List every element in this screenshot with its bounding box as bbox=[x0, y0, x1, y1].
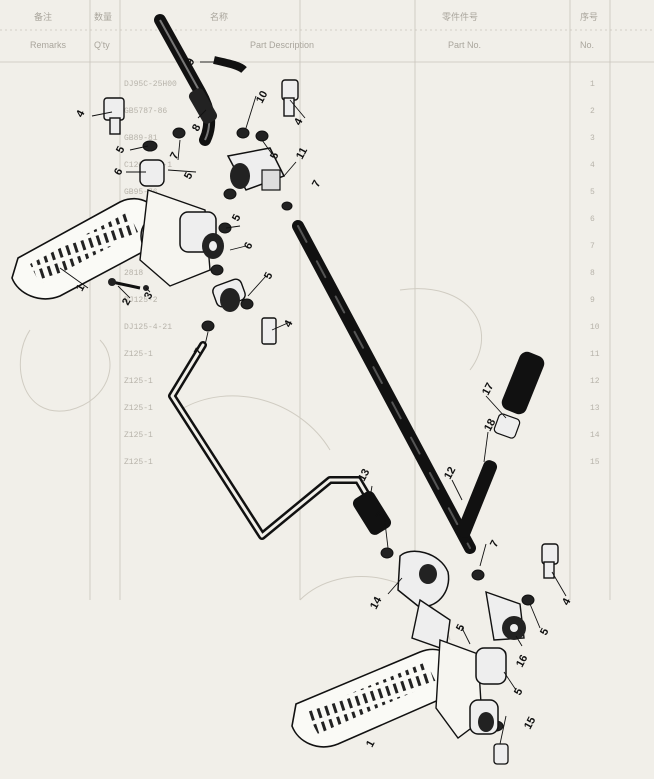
upper-footrest bbox=[11, 159, 224, 300]
table-row-part-no: DJ95C-25H00 bbox=[124, 80, 177, 89]
callout-14: 14 bbox=[368, 594, 385, 611]
table-row-no: 2 bbox=[590, 107, 595, 116]
ghost-background-parts bbox=[19, 288, 482, 641]
header-seq-zh: 序号 bbox=[580, 12, 599, 22]
parts-table-ghost: 备注 数量 名称 零件件号 序号 Remarks Q'ty Part Descr… bbox=[30, 12, 600, 467]
callout-5: 5 bbox=[454, 622, 467, 633]
callout-5: 5 bbox=[230, 212, 243, 223]
clamp-16 bbox=[485, 590, 526, 641]
callout-12: 12 bbox=[442, 465, 458, 481]
table-row-no: 7 bbox=[590, 242, 595, 251]
callout-8: 8 bbox=[190, 122, 203, 133]
table-row-no: 9 bbox=[590, 296, 595, 305]
callout-5: 5 bbox=[268, 150, 281, 161]
pin-18 bbox=[456, 460, 498, 538]
callout-11: 11 bbox=[294, 145, 310, 161]
table-row-part-no: 2818 bbox=[124, 269, 144, 278]
bolts-4 bbox=[103, 79, 559, 579]
callout-2: 2 bbox=[120, 296, 133, 307]
header-part-no-en: Part No. bbox=[448, 40, 482, 50]
table-row-no: 13 bbox=[590, 404, 600, 413]
table-row-part-no: GB89-81 bbox=[124, 134, 158, 143]
table-row-part-no: DJ125-2 bbox=[124, 296, 158, 305]
callout-15: 15 bbox=[522, 715, 538, 731]
table-row-no: 3 bbox=[590, 134, 595, 143]
table-row-no: 5 bbox=[590, 188, 595, 197]
header-remarks-en: Remarks bbox=[30, 40, 67, 50]
callout-3: 3 bbox=[142, 290, 155, 301]
sleeve-13 bbox=[352, 491, 392, 535]
long-rod bbox=[292, 220, 476, 554]
callout-5: 5 bbox=[182, 170, 195, 181]
sleeve-8 bbox=[188, 88, 218, 124]
callout-5: 5 bbox=[114, 144, 127, 155]
header-description-zh: 名称 bbox=[210, 12, 229, 22]
header-remarks-zh: 备注 bbox=[34, 12, 53, 22]
callout-1: 1 bbox=[74, 282, 87, 293]
callout-9: 9 bbox=[184, 56, 197, 67]
table-row-part-no: Z125-1 bbox=[124, 350, 153, 359]
middle-pivot bbox=[212, 278, 246, 312]
callout-18: 18 bbox=[482, 417, 498, 433]
callout-7: 7 bbox=[168, 150, 181, 161]
header-part-no-zh: 零件件号 bbox=[442, 12, 479, 22]
callout-6: 6 bbox=[112, 166, 125, 177]
table-row-part-no: Z125-1 bbox=[124, 377, 153, 386]
callout-7: 7 bbox=[488, 538, 501, 549]
callout-4: 4 bbox=[560, 596, 574, 608]
callout-5: 5 bbox=[538, 626, 551, 637]
table-row-no: 4 bbox=[590, 161, 595, 170]
table-row-no: 15 bbox=[590, 458, 600, 467]
callout-17: 17 bbox=[480, 381, 496, 397]
table-row-no: 1 bbox=[590, 80, 595, 89]
table-row-part-no: GB95-76 bbox=[124, 188, 158, 197]
table-row-part-no: Z125-1 bbox=[124, 431, 153, 440]
lower-footrest bbox=[291, 639, 509, 765]
pivot-housing-14 bbox=[397, 550, 451, 651]
callout-labels: 1123444455555555667777789101112131415161… bbox=[74, 56, 574, 749]
callout-16: 16 bbox=[514, 653, 530, 669]
header-seq-en: No. bbox=[580, 40, 595, 50]
table-row-part-no: Z125-1 bbox=[124, 404, 153, 413]
callout-4: 4 bbox=[282, 318, 296, 330]
grip-17 bbox=[493, 351, 545, 439]
callout-7: 7 bbox=[374, 510, 387, 521]
header-qty-zh: 数量 bbox=[94, 12, 113, 22]
header-qty-en: Q'ty bbox=[94, 40, 110, 50]
callout-6: 6 bbox=[242, 240, 255, 251]
table-row-no: 12 bbox=[590, 377, 600, 386]
table-row-no: 8 bbox=[590, 269, 595, 278]
callout-10: 10 bbox=[254, 89, 270, 105]
table-grid-lines bbox=[0, 0, 654, 600]
table-row-part-no: GB5787-86 bbox=[124, 107, 168, 116]
callout-5: 5 bbox=[512, 686, 525, 697]
callout-7: 7 bbox=[192, 346, 205, 357]
header-description-en: Part Description bbox=[250, 40, 315, 50]
table-row-no: 14 bbox=[590, 431, 600, 440]
callout-4: 4 bbox=[292, 116, 306, 128]
callout-7: 7 bbox=[310, 178, 323, 189]
callout-4: 4 bbox=[74, 108, 88, 120]
callout-1: 1 bbox=[364, 738, 377, 749]
clamp-block-11 bbox=[226, 147, 286, 191]
bent-bar bbox=[168, 341, 381, 540]
table-row-no: 11 bbox=[590, 350, 600, 359]
leader-lines bbox=[59, 61, 567, 745]
callout-5: 5 bbox=[262, 270, 275, 281]
screw-2 bbox=[108, 278, 149, 291]
washers bbox=[142, 127, 535, 732]
hose-9 bbox=[154, 14, 247, 146]
table-row-part-no: Z125-1 bbox=[124, 458, 153, 467]
table-row-no: 6 bbox=[590, 215, 595, 224]
callout-13: 13 bbox=[356, 467, 372, 483]
table-row-part-no: DJ125-4-21 bbox=[124, 323, 173, 332]
table-row-no: 10 bbox=[590, 323, 600, 332]
